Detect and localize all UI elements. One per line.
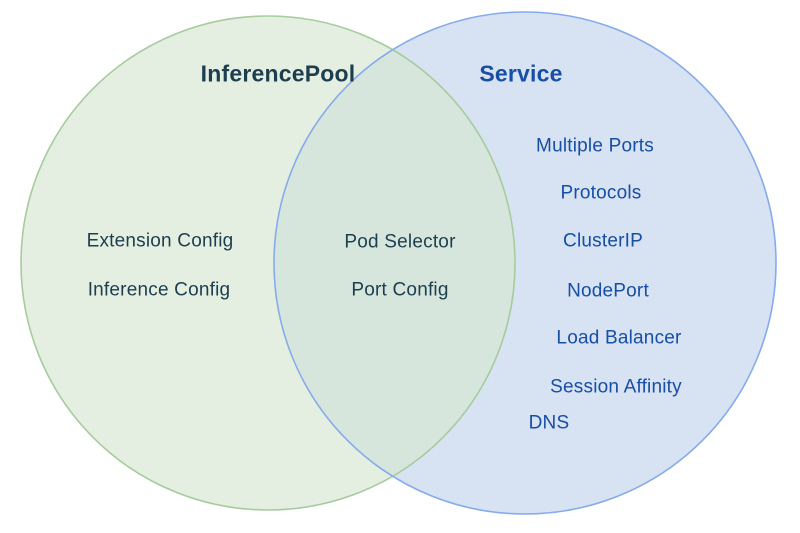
overlap-region [274,16,515,510]
service-item: Protocols [560,182,642,204]
overlap-item: Pod Selector [344,231,456,253]
service-item: Load Balancer [556,327,682,349]
inferencepool-item: Inference Config [87,279,231,301]
inferencepool-title: InferencePool [200,60,356,87]
service-circle-outline [273,11,777,515]
overlap-item: Port Config [351,279,449,301]
service-item: NodePort [567,280,649,302]
service-item: ClusterIP [563,230,643,252]
service-title: Service [479,60,563,87]
inferencepool-item: Extension Config [86,230,234,252]
service-item: Session Affinity [550,376,682,398]
service-item: Multiple Ports [536,135,654,157]
service-item: DNS [528,412,570,434]
inferencepool-circle-outline [20,15,516,511]
